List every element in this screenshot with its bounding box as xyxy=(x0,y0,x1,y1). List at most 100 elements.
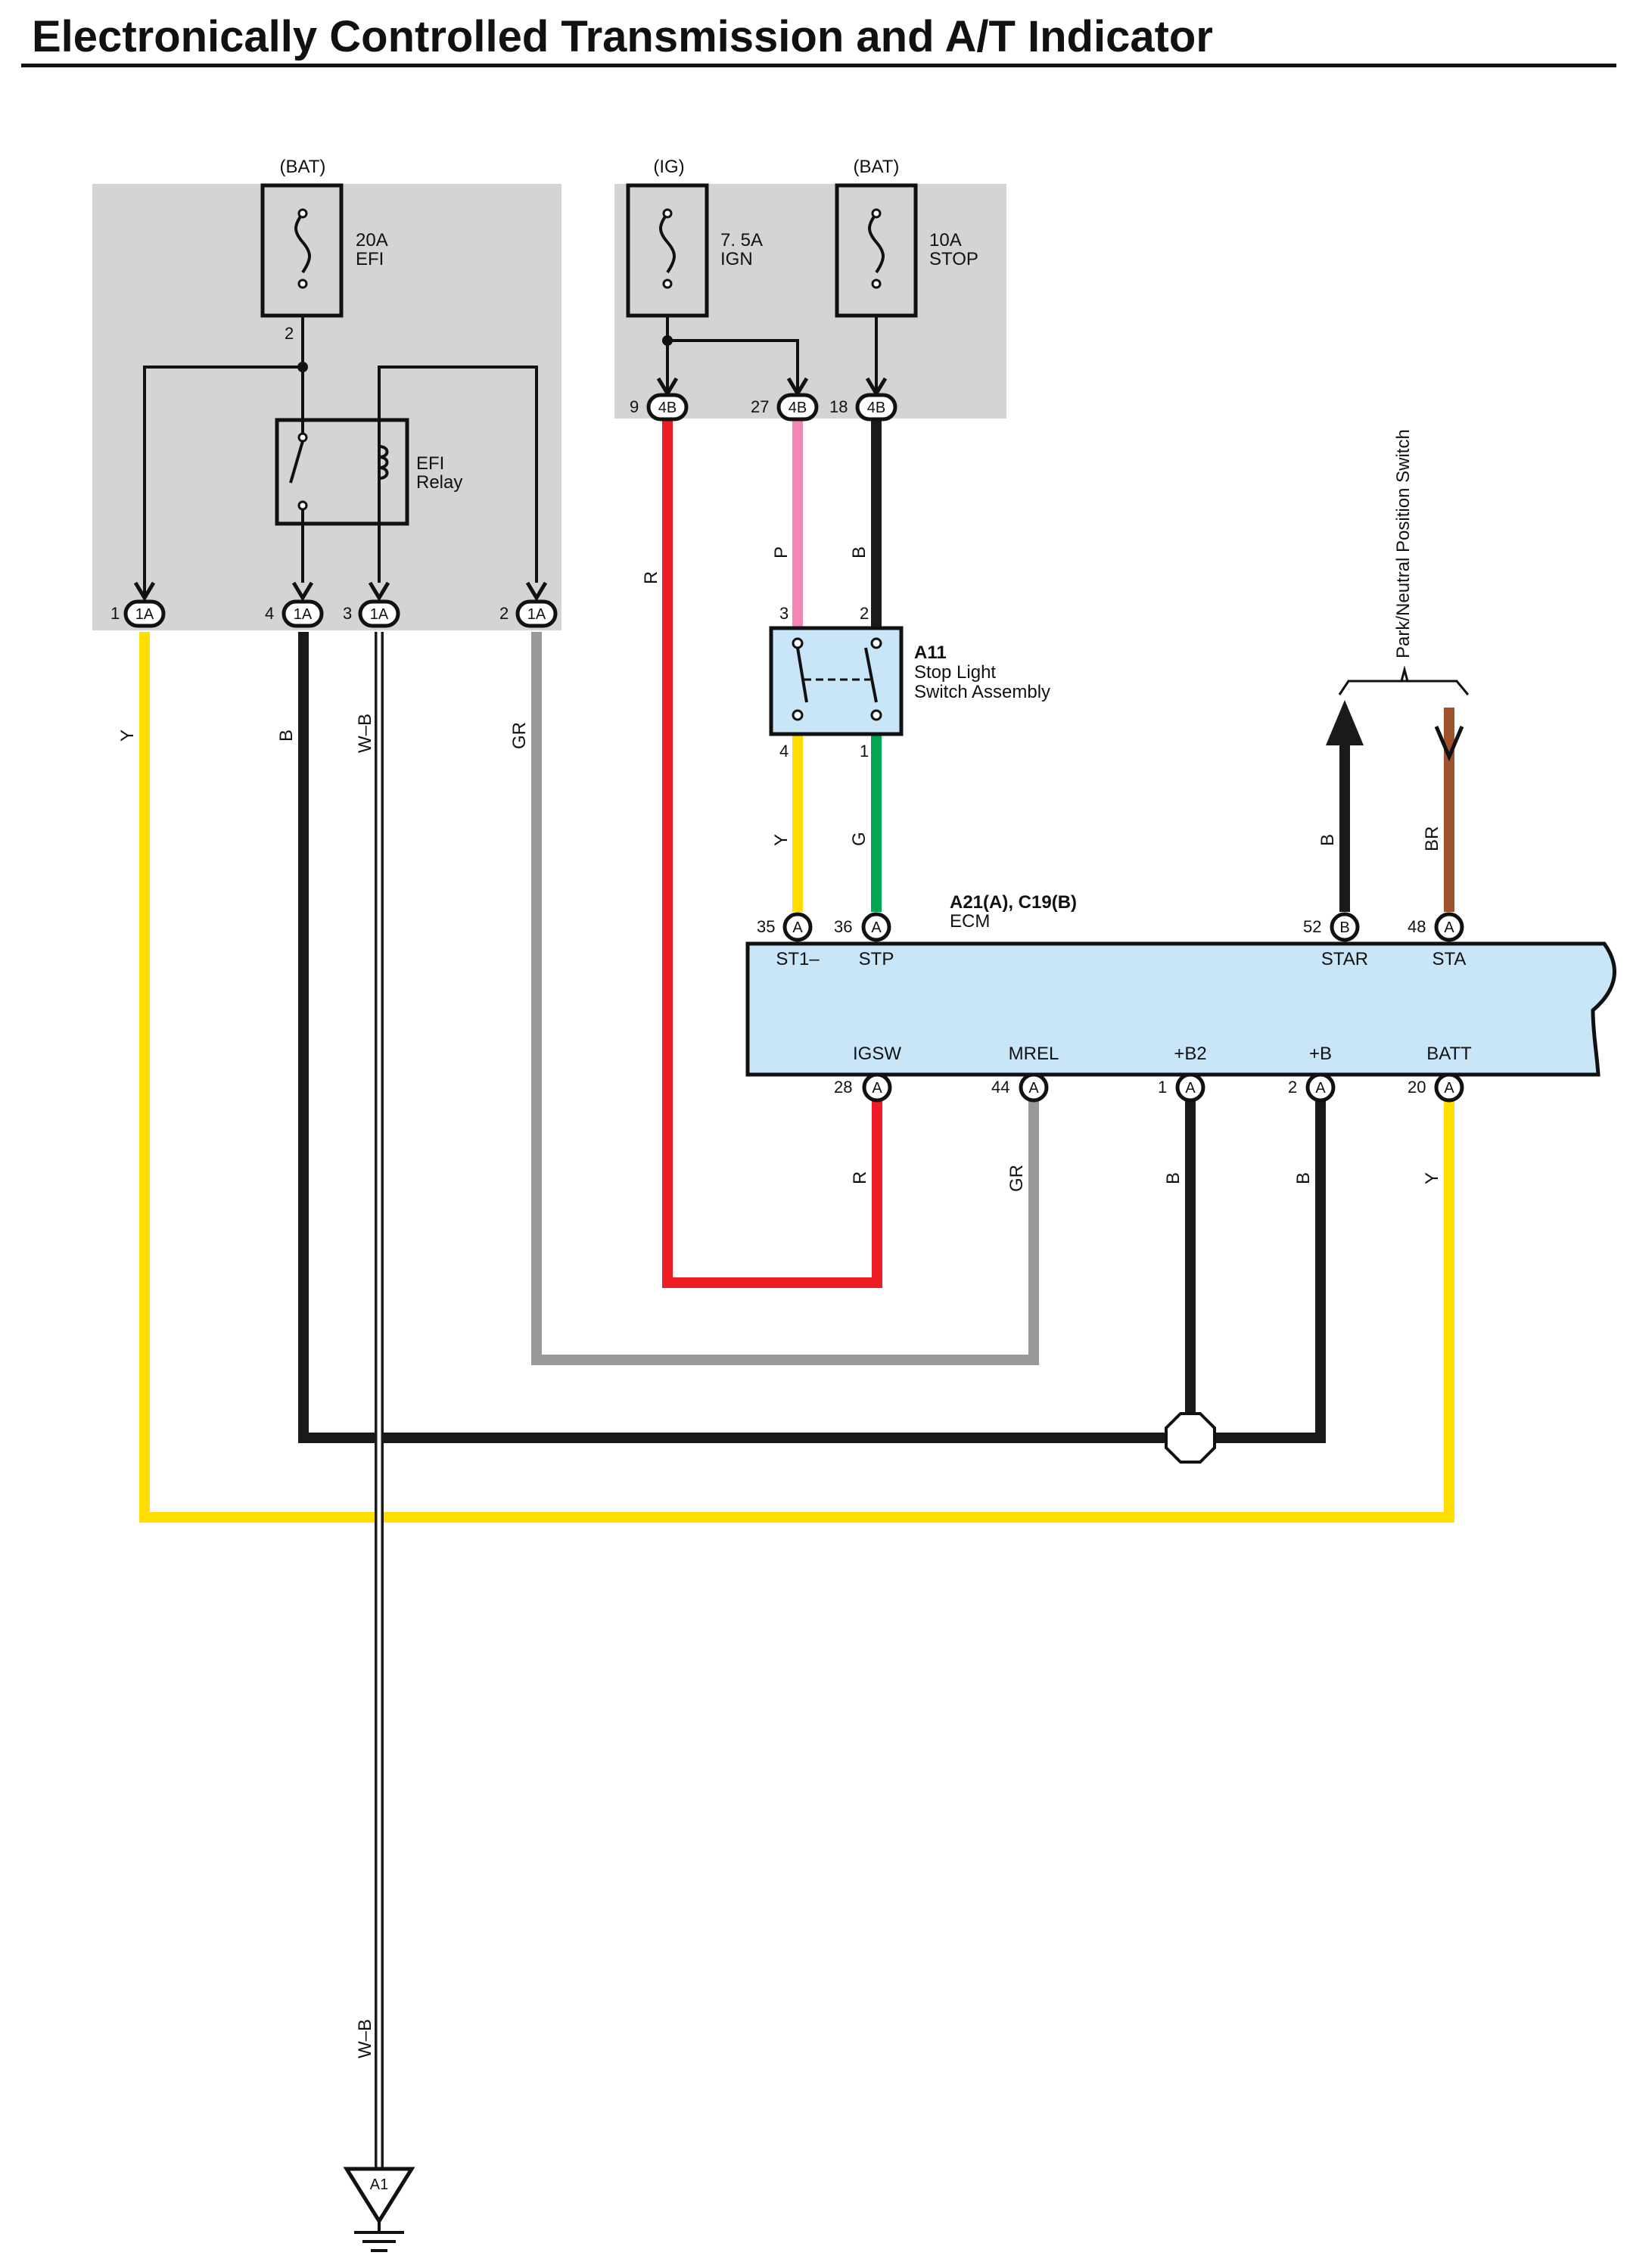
wire-label-br: BR xyxy=(1422,826,1442,851)
fuse-stop-name: STOP xyxy=(929,249,978,269)
svg-text:52: 52 xyxy=(1303,917,1321,936)
wire-label-gr-1: GR xyxy=(509,722,530,749)
wire-label-b-4: B xyxy=(1163,1172,1184,1184)
wire-label-b-3: B xyxy=(1317,834,1338,846)
ground-point: A1 xyxy=(343,2167,415,2252)
svg-text:2: 2 xyxy=(1288,1078,1297,1097)
svg-text:2: 2 xyxy=(499,604,509,623)
wire-label-r-2: R xyxy=(850,1171,870,1184)
svg-text:4B: 4B xyxy=(789,400,807,416)
relay-label-1: EFI xyxy=(416,453,444,474)
relay-coil-icon xyxy=(378,445,389,480)
efi-relay xyxy=(275,418,409,526)
connector-4B-pin9: 4B 9 xyxy=(630,377,689,422)
svg-text:A: A xyxy=(1185,1080,1196,1097)
svg-text:A: A xyxy=(1028,1080,1039,1097)
svg-text:18: 18 xyxy=(829,397,848,416)
svg-text:44: 44 xyxy=(991,1078,1009,1097)
svg-text:36: 36 xyxy=(834,917,852,936)
connector-4B-pin18: 4B 18 xyxy=(829,377,897,422)
svg-text:4B: 4B xyxy=(658,400,677,416)
svg-text:28: 28 xyxy=(834,1078,852,1097)
switch-pin-3: 3 xyxy=(779,604,789,623)
wire-label-gr-2: GR xyxy=(1006,1165,1027,1192)
wire-y-batt xyxy=(139,632,1454,1523)
ecm-connectors: A21(A), C19(B) xyxy=(950,892,1077,913)
svg-text:A: A xyxy=(792,919,803,936)
arrow-down-icon xyxy=(1434,726,1464,762)
connector-4B-pin27: 4B 27 xyxy=(751,377,819,422)
connector-1A-pin3: 1A 3 xyxy=(343,581,400,628)
efi-fuse-pin: 2 xyxy=(285,324,294,343)
joint-connector xyxy=(1165,1412,1216,1464)
svg-text:27: 27 xyxy=(751,397,769,416)
wire-label-wb-2: W–B xyxy=(355,2019,375,2058)
svg-text:48: 48 xyxy=(1408,917,1426,936)
connector-1A-pin4: 1A 4 xyxy=(265,581,324,628)
switch-pin-2: 2 xyxy=(860,604,869,623)
wire-label-y-1: Y xyxy=(117,730,138,742)
page-title: Electronically Controlled Transmission a… xyxy=(32,12,1213,61)
title-underline xyxy=(21,64,1616,67)
svg-text:IGSW: IGSW xyxy=(853,1044,901,1064)
fuse-ign-icon xyxy=(659,212,676,274)
wire-label-y-2: Y xyxy=(771,834,792,846)
svg-text:ST1–: ST1– xyxy=(776,949,820,969)
wire-label-b-2: B xyxy=(849,546,869,558)
ecm-pin-batt: BATT A 20 xyxy=(1408,1044,1472,1103)
park-neutral-bracket xyxy=(1338,680,1470,695)
ecm-pin-b2: +B2 A 1 xyxy=(1158,1044,1207,1103)
switch-pin-1: 1 xyxy=(860,742,869,761)
svg-text:3: 3 xyxy=(343,604,352,623)
fuse-ign-rating: 7. 5A xyxy=(720,230,763,250)
svg-text:A: A xyxy=(872,1080,882,1097)
ecm-name: ECM xyxy=(950,911,990,932)
svg-text:35: 35 xyxy=(757,917,775,936)
svg-text:B: B xyxy=(1339,919,1349,936)
svg-text:1: 1 xyxy=(110,604,120,623)
svg-text:STP: STP xyxy=(859,949,894,969)
svg-text:A: A xyxy=(871,919,882,936)
svg-text:A: A xyxy=(1444,919,1454,936)
park-neutral-label: Park/Neutral Position Switch xyxy=(1393,429,1414,658)
svg-text:1A: 1A xyxy=(370,606,389,623)
fuse-stop-rating: 10A xyxy=(929,230,962,250)
ecm-pin-sta: A 48 STA xyxy=(1408,912,1467,969)
ecm-pin-igsw: IGSW A 28 xyxy=(834,1044,901,1103)
svg-text:4: 4 xyxy=(265,604,274,623)
fuse-efi-icon xyxy=(294,212,311,274)
power-source-ig: (IG) xyxy=(653,157,684,177)
fuse-ign-name: IGN xyxy=(720,249,753,269)
wire-label-wb-1: W–B xyxy=(355,714,375,753)
svg-text:STAR: STAR xyxy=(1321,949,1368,969)
relay-label-2: Relay xyxy=(416,472,462,493)
svg-text:A1: A1 xyxy=(370,2176,388,2193)
ecm-box xyxy=(745,941,1616,1077)
svg-text:A: A xyxy=(1444,1080,1454,1097)
svg-text:+B: +B xyxy=(1309,1044,1332,1064)
wire-label-r-1: R xyxy=(641,571,661,584)
power-source-stop: (BAT) xyxy=(854,157,900,177)
ecm-pin-mrel: MREL A 44 xyxy=(991,1044,1059,1103)
fuse-stop-icon xyxy=(868,212,885,274)
connector-1A-pin1: 1A 1 xyxy=(110,581,166,628)
svg-text:STA: STA xyxy=(1432,949,1467,969)
power-source-efi: (BAT) xyxy=(280,157,326,177)
engine-room-junction-block xyxy=(92,184,561,630)
svg-text:20: 20 xyxy=(1408,1078,1426,1097)
ecm-pin-b: +B A 2 xyxy=(1288,1044,1336,1103)
wire-label-b-5: B xyxy=(1293,1172,1314,1184)
fuse-efi-name: EFI xyxy=(356,249,384,269)
switch-pin-4: 4 xyxy=(779,742,789,761)
wire-gr-mrel xyxy=(531,632,1039,1365)
wire-r-igsw xyxy=(662,420,882,1288)
fuse-efi-rating: 20A xyxy=(356,230,388,250)
arrow-up-icon xyxy=(1326,700,1364,745)
svg-text:1A: 1A xyxy=(135,606,154,623)
svg-text:+B2: +B2 xyxy=(1174,1044,1206,1064)
svg-text:MREL: MREL xyxy=(1009,1044,1059,1064)
wire-label-p: P xyxy=(771,546,792,558)
ecm-pin-star: B 52 STAR xyxy=(1303,912,1368,969)
wire-label-g: G xyxy=(849,832,869,846)
